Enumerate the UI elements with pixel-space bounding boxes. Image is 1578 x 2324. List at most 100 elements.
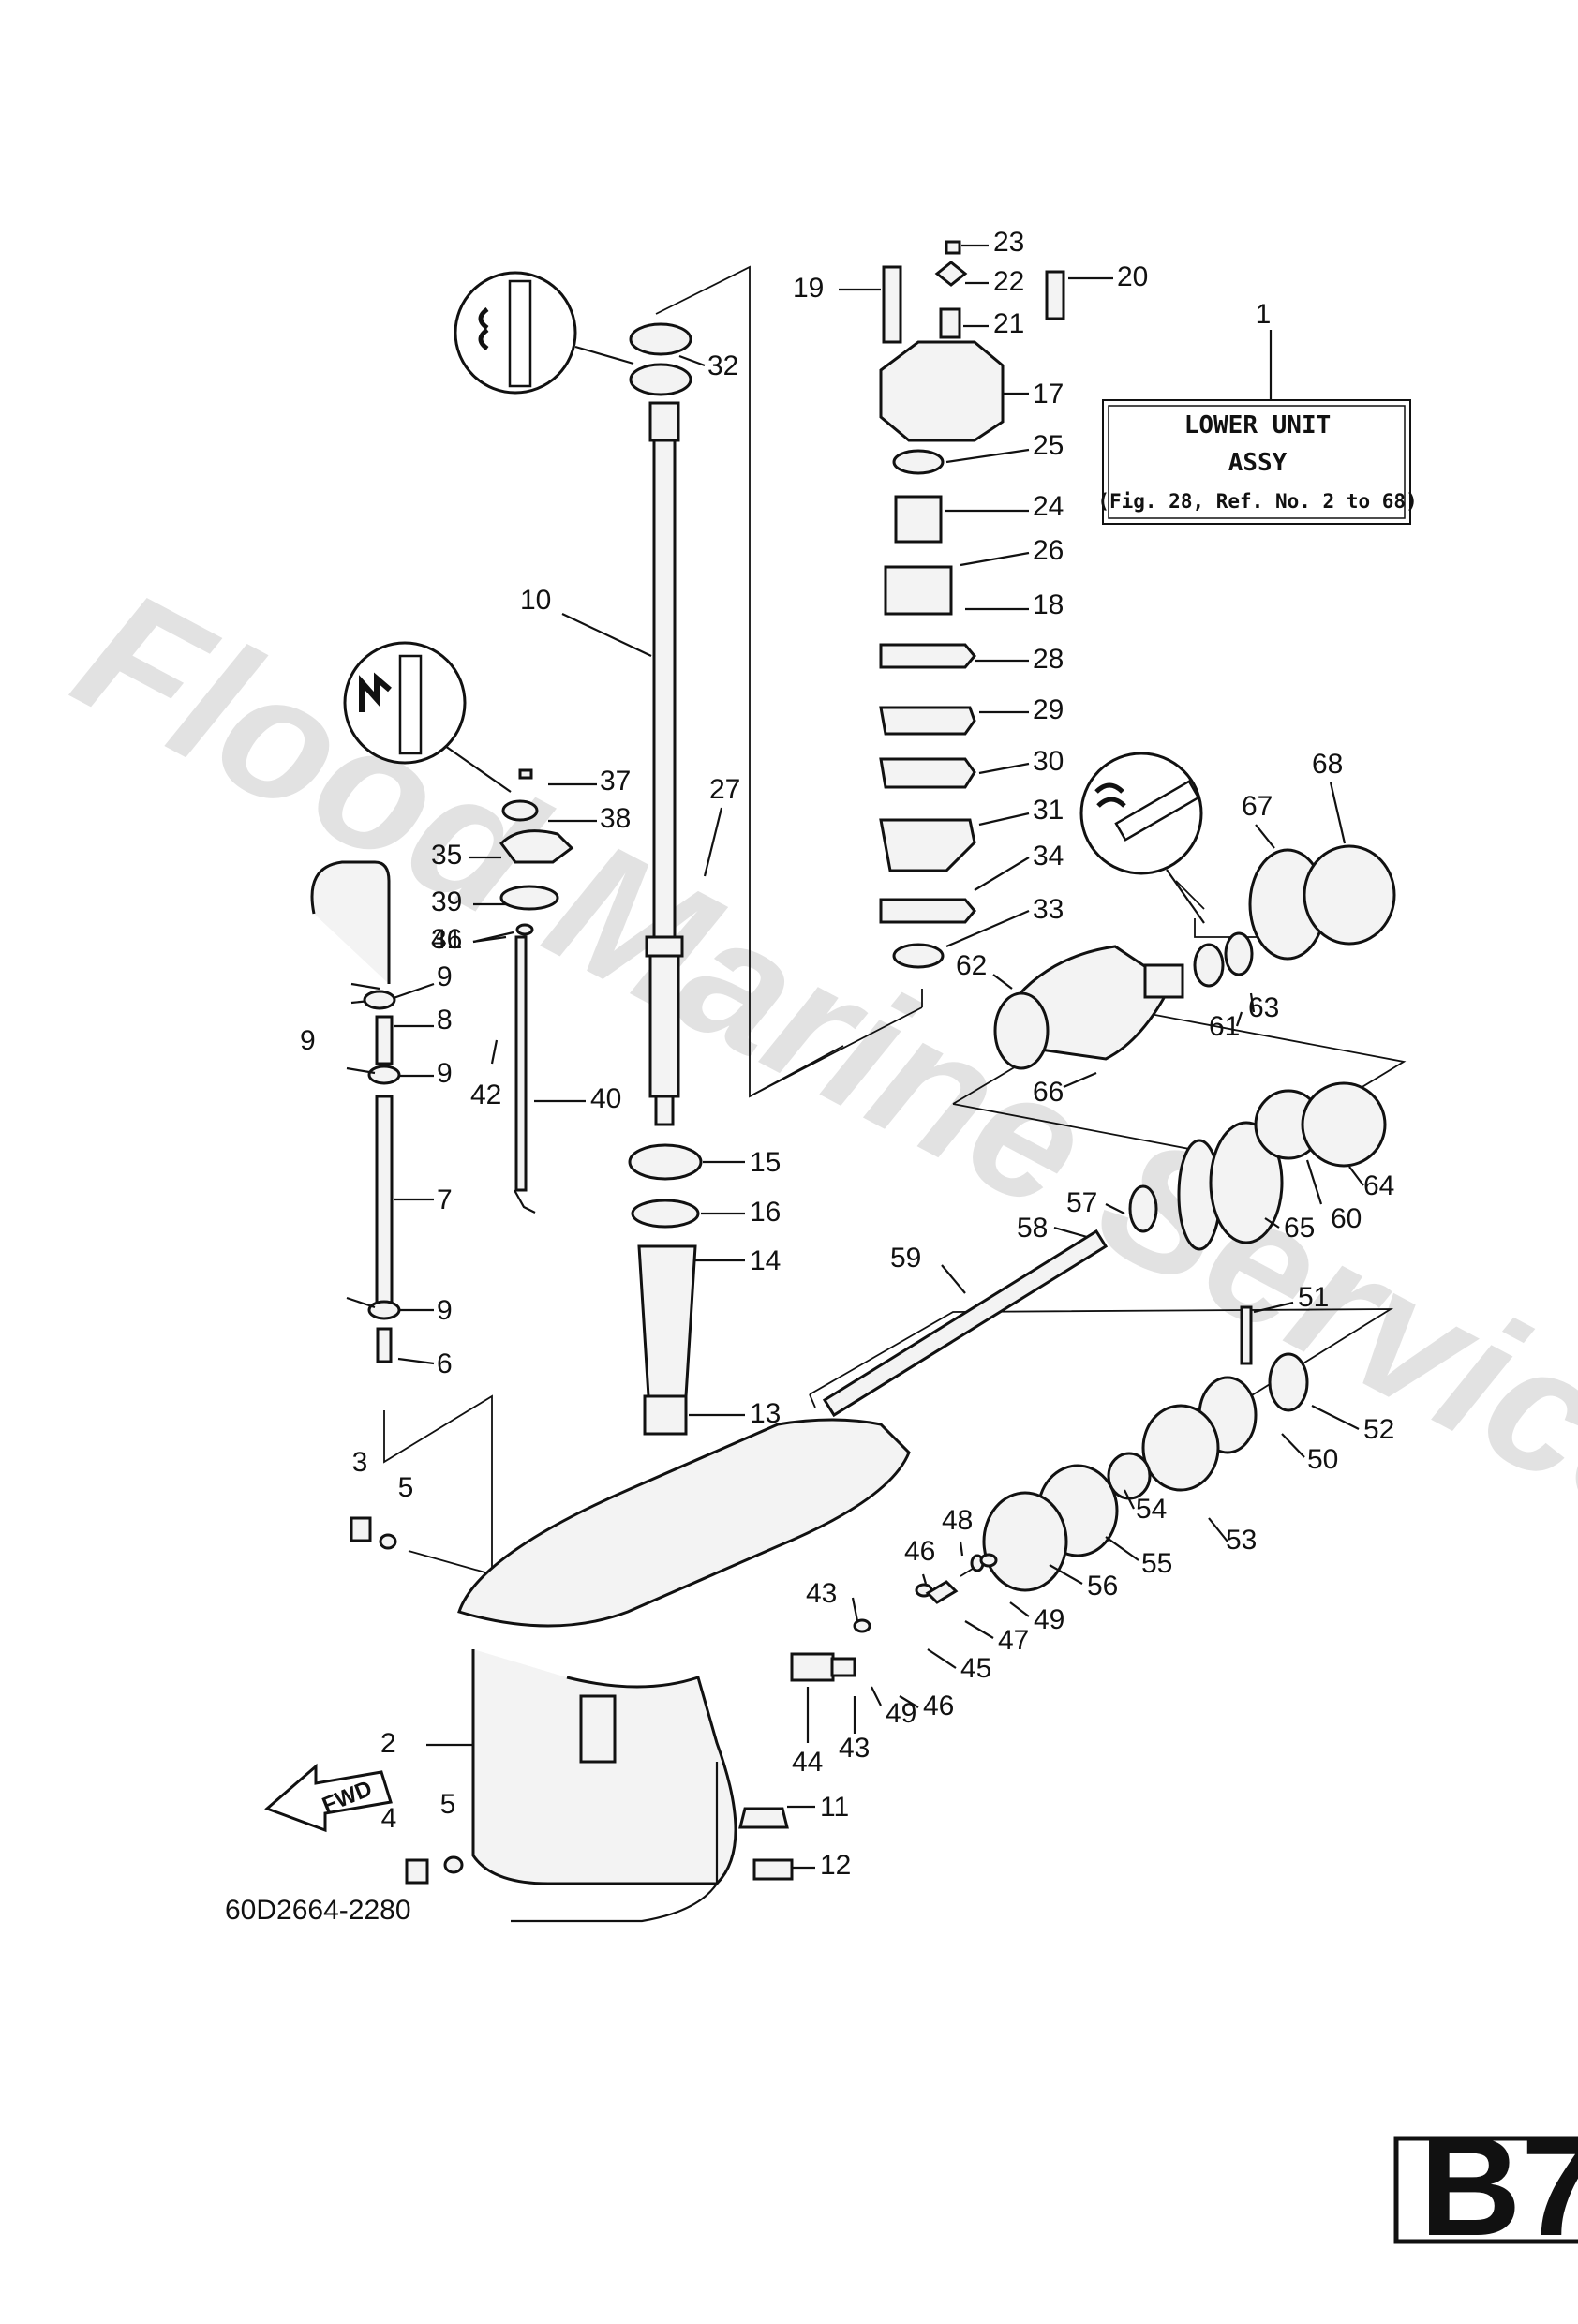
bearing-lower <box>629 363 692 396</box>
callout-22: 22 <box>993 266 1024 297</box>
callout-3: 3 <box>352 1447 368 1478</box>
gearcase-housing <box>457 1418 911 1923</box>
callout-leader <box>945 448 1030 464</box>
callout-11: 11 <box>820 1792 849 1823</box>
callout-53: 53 <box>1226 1525 1257 1556</box>
callout-45: 45 <box>960 1653 991 1684</box>
callout-leader <box>1311 1405 1360 1430</box>
callout-leader <box>1049 1564 1083 1585</box>
callout-10: 10 <box>520 585 551 616</box>
callout-61: 61 <box>1209 1011 1240 1042</box>
callout-44: 44 <box>792 1747 823 1778</box>
callout-1: 1 <box>1256 299 1272 330</box>
callout-58: 58 <box>1017 1213 1048 1244</box>
callout-40: 40 <box>590 1083 621 1114</box>
callout-leader <box>927 1648 957 1669</box>
callout-35: 35 <box>431 840 462 871</box>
callout-9: 9 <box>437 1295 453 1326</box>
callout-65: 65 <box>1284 1213 1315 1244</box>
callout-leader <box>1063 1071 1097 1089</box>
callout-19: 19 <box>793 273 824 304</box>
callout-31: 31 <box>1033 795 1064 826</box>
callout-leader <box>1105 1536 1139 1561</box>
callout-17: 17 <box>1033 379 1064 410</box>
page-label: B7 <box>1420 2108 1578 2265</box>
fwd-arrow: FWD <box>264 1763 393 1833</box>
bearing-13 <box>643 1394 688 1436</box>
callout-9: 9 <box>437 1058 453 1089</box>
callout-9: 9 <box>300 1025 316 1056</box>
callout-42: 42 <box>470 1080 501 1110</box>
shift-assembly <box>310 768 574 1363</box>
callout-63: 63 <box>1248 992 1279 1023</box>
gasket-5-lower <box>443 1855 464 1874</box>
callout-46: 46 <box>904 1536 935 1567</box>
detail-circle-1 <box>454 271 634 395</box>
callout-leader <box>1329 782 1347 844</box>
callout-39: 39 <box>431 886 462 917</box>
callout-leader <box>899 1695 919 1708</box>
callout-leader <box>1281 1433 1305 1458</box>
callout-52: 52 <box>1363 1414 1394 1445</box>
callout-38: 38 <box>600 803 631 834</box>
callout-37: 37 <box>600 766 631 797</box>
callout-5: 5 <box>440 1789 456 1820</box>
callout-leader <box>1253 1301 1294 1314</box>
gasket-5-upper <box>379 1533 397 1550</box>
callout-leader <box>1255 824 1275 849</box>
bearing-upper <box>629 322 692 356</box>
callout-64: 64 <box>1363 1170 1394 1201</box>
callout-leader <box>960 551 1030 567</box>
callout-32: 32 <box>707 350 738 381</box>
callout-43: 43 <box>806 1578 837 1609</box>
callout-59: 59 <box>890 1243 921 1274</box>
callout-34: 34 <box>1033 841 1064 872</box>
forward-gear-group <box>970 1305 1309 1592</box>
callout-56: 56 <box>1087 1571 1118 1601</box>
callout-leader <box>472 931 514 944</box>
callout-41: 41 <box>431 924 462 955</box>
water-pump-stack <box>879 240 1065 969</box>
callout-18: 18 <box>1033 589 1064 620</box>
title-line-1: LOWER UNIT <box>1184 411 1332 439</box>
sleeve-14 <box>637 1244 697 1398</box>
callout-leader <box>703 807 723 877</box>
callout-27: 27 <box>709 774 740 805</box>
callout-20: 20 <box>1117 261 1148 292</box>
plug-3 <box>350 1516 372 1542</box>
page-label-box: B7 <box>1393 2108 1578 2265</box>
title-line-3: (Fig. 28, Ref. No. 2 to 68) <box>1097 490 1417 513</box>
callout-leader <box>1208 1517 1228 1542</box>
callout-9: 9 <box>437 961 453 992</box>
title-box: LOWER UNIT ASSY (Fig. 28, Ref. No. 2 to … <box>1097 330 1418 525</box>
callout-14: 14 <box>750 1245 781 1276</box>
callout-leader <box>945 909 1030 948</box>
callout-leader <box>1249 992 1256 1013</box>
callout-8: 8 <box>437 1005 453 1035</box>
callout-21: 21 <box>993 308 1024 339</box>
callout-33: 33 <box>1033 894 1064 925</box>
callout-leader <box>851 1597 859 1622</box>
callout-49: 49 <box>1034 1604 1064 1635</box>
callout-leader <box>974 857 1030 891</box>
drive-shaft <box>645 401 684 1126</box>
callout-67: 67 <box>1242 791 1273 822</box>
callout-leader <box>397 1357 435 1365</box>
callout-leader <box>678 354 706 367</box>
callout-15: 15 <box>750 1147 781 1178</box>
callout-leader <box>978 762 1030 775</box>
callout-29: 29 <box>1033 694 1064 725</box>
callout-51: 51 <box>1298 1282 1329 1313</box>
callout-leader <box>490 1039 499 1065</box>
callout-12: 12 <box>820 1850 851 1881</box>
detail-circle-2 <box>343 641 512 793</box>
callout-16: 16 <box>750 1197 781 1228</box>
callout-57: 57 <box>1066 1187 1097 1218</box>
callout-leader <box>1105 1203 1125 1214</box>
detail-circle-3 <box>1079 752 1205 924</box>
callout-leader <box>941 1264 966 1294</box>
shim-16 <box>631 1199 700 1229</box>
callout-24: 24 <box>1033 491 1064 522</box>
callout-leader <box>1235 1011 1243 1027</box>
